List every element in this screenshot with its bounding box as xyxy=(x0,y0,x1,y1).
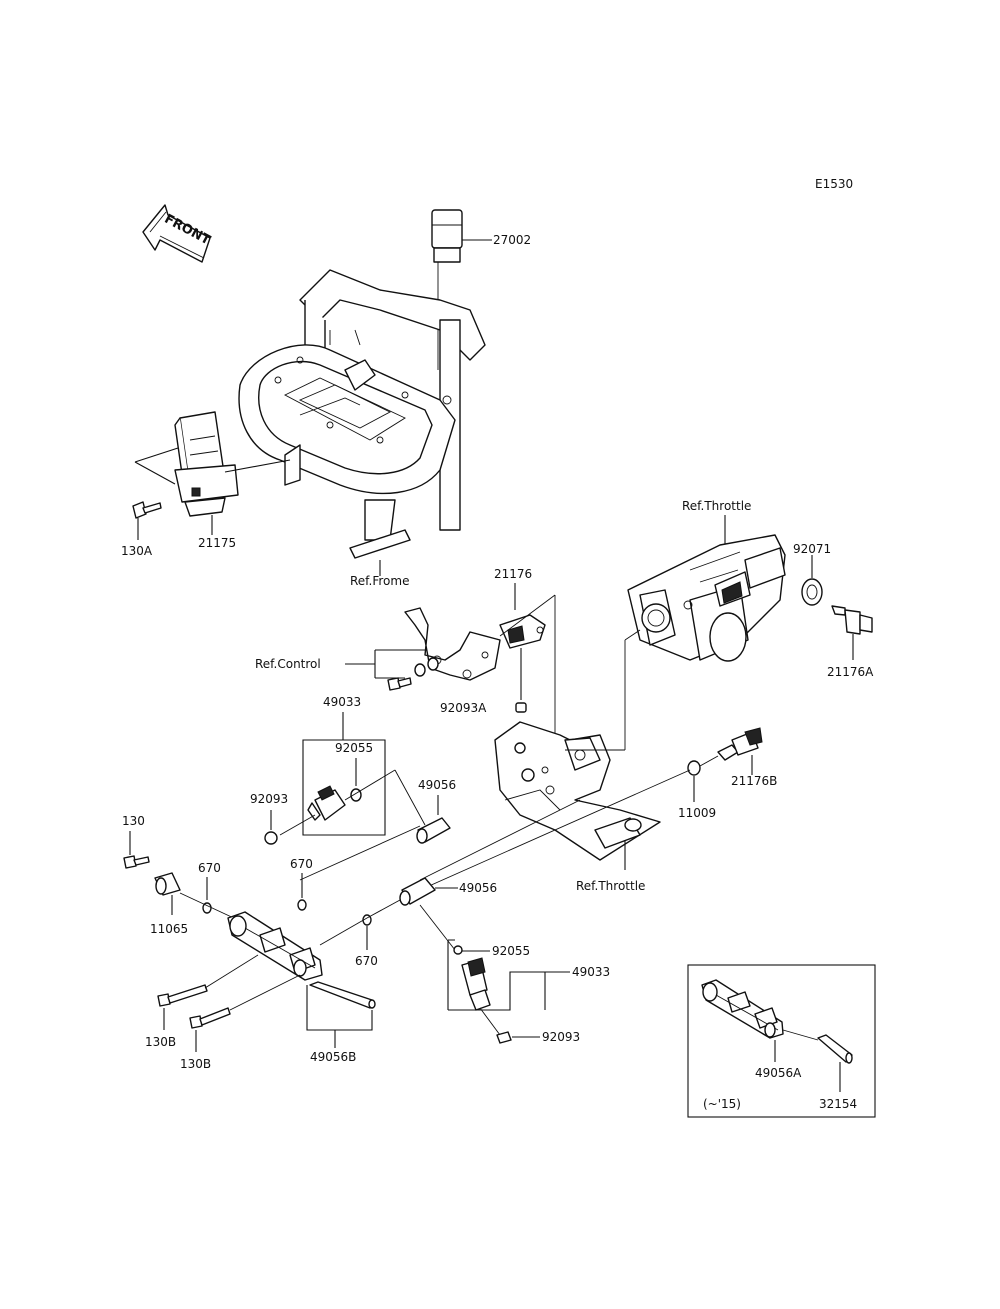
label-ref-frame[interactable]: Ref.Frome xyxy=(350,574,409,588)
pipe-49056B[interactable] xyxy=(309,981,376,1009)
bracket-49033-bottom xyxy=(447,939,546,1011)
label-92055-top[interactable]: 92055 xyxy=(335,741,373,755)
leader-ecu-a xyxy=(134,447,179,463)
frame-bracket xyxy=(238,269,486,559)
bracket-49033-top xyxy=(302,739,386,836)
label-130[interactable]: 130 xyxy=(122,814,145,828)
joint-49056-top[interactable] xyxy=(416,817,451,844)
label-ref-control[interactable]: Ref.Control xyxy=(255,657,321,671)
intake-manifold xyxy=(494,721,661,861)
inset-box xyxy=(687,964,876,1118)
pipe-32154[interactable] xyxy=(817,1034,853,1064)
relay-27002[interactable] xyxy=(431,209,463,263)
oring-670-b[interactable] xyxy=(297,899,307,911)
bolt-130A[interactable] xyxy=(132,501,162,519)
label-92093-bottom[interactable]: 92093 xyxy=(542,1030,580,1044)
bracket-49056B xyxy=(306,985,373,1031)
label-670-c[interactable]: 670 xyxy=(355,954,378,968)
front-arrow-icon: FRONT xyxy=(142,204,213,263)
label-21175[interactable]: 21175 xyxy=(198,536,236,550)
bolt-130[interactable] xyxy=(123,855,150,869)
fuel-rail-49056A[interactable] xyxy=(701,979,784,1039)
bolt-control[interactable] xyxy=(387,677,412,691)
label-130B-b[interactable]: 130B xyxy=(180,1057,211,1071)
label-92093-top[interactable]: 92093 xyxy=(250,792,288,806)
clip-92093-bottom[interactable] xyxy=(496,1031,512,1044)
label-ref-throttle-bottom[interactable]: Ref.Throttle xyxy=(576,879,645,893)
bolt-130B-b[interactable] xyxy=(189,1007,231,1029)
diagram-code: E1530 xyxy=(815,177,853,191)
oring-92055-bottom[interactable] xyxy=(453,945,463,955)
label-130A[interactable]: 130A xyxy=(121,544,153,558)
label-130B-a[interactable]: 130B xyxy=(145,1035,176,1049)
label-49056-mid[interactable]: 49056 xyxy=(459,881,497,895)
washer-92071[interactable] xyxy=(801,578,823,606)
collar-11065[interactable] xyxy=(154,872,181,896)
label-21176A[interactable]: 21176A xyxy=(827,665,874,679)
label-49033-top[interactable]: 49033 xyxy=(323,695,361,709)
injector-top[interactable] xyxy=(307,785,346,821)
sensor-21176[interactable] xyxy=(499,614,546,649)
label-49033-bottom[interactable]: 49033 xyxy=(572,965,610,979)
label-92071[interactable]: 92071 xyxy=(793,542,831,556)
sensor-21176B[interactable] xyxy=(717,727,763,761)
label-21176[interactable]: 21176 xyxy=(494,567,532,581)
label-21176B[interactable]: 21176B xyxy=(731,774,777,788)
label-11009[interactable]: 11009 xyxy=(678,806,716,820)
joint-49056-mid[interactable] xyxy=(399,877,436,906)
label-670-b[interactable]: 670 xyxy=(290,857,313,871)
leader-ecu-b xyxy=(134,461,176,485)
label-49056-top[interactable]: 49056 xyxy=(418,778,456,792)
washer-control-b xyxy=(427,657,439,671)
clip-92093-top[interactable] xyxy=(264,831,278,845)
label-92093A[interactable]: 92093A xyxy=(440,701,487,715)
label-ref-throttle-top[interactable]: Ref.Throttle xyxy=(682,499,751,513)
label-32154[interactable]: 32154 xyxy=(819,1097,857,1111)
sensor-21176A[interactable] xyxy=(831,605,873,635)
leader-ecu-frame xyxy=(224,459,291,473)
throttle-body xyxy=(627,534,786,662)
oring-670-a[interactable] xyxy=(202,902,212,914)
injector-bottom[interactable] xyxy=(461,957,491,1011)
label-27002[interactable]: 27002 xyxy=(493,233,531,247)
gasket-11009[interactable] xyxy=(687,760,701,776)
label-670-a[interactable]: 670 xyxy=(198,861,221,875)
label-49056A[interactable]: 49056A xyxy=(755,1066,802,1080)
fuel-rail-49056B[interactable] xyxy=(227,911,323,981)
clip-92093A[interactable] xyxy=(515,702,527,713)
washer-control xyxy=(414,663,426,677)
inset-note: (~'15) xyxy=(703,1097,741,1111)
label-49056B[interactable]: 49056B xyxy=(310,1050,356,1064)
label-92055-bottom[interactable]: 92055 xyxy=(492,944,530,958)
bolt-130B-a[interactable] xyxy=(157,984,208,1007)
ecu-21175[interactable] xyxy=(174,411,239,517)
label-11065[interactable]: 11065 xyxy=(150,922,188,936)
